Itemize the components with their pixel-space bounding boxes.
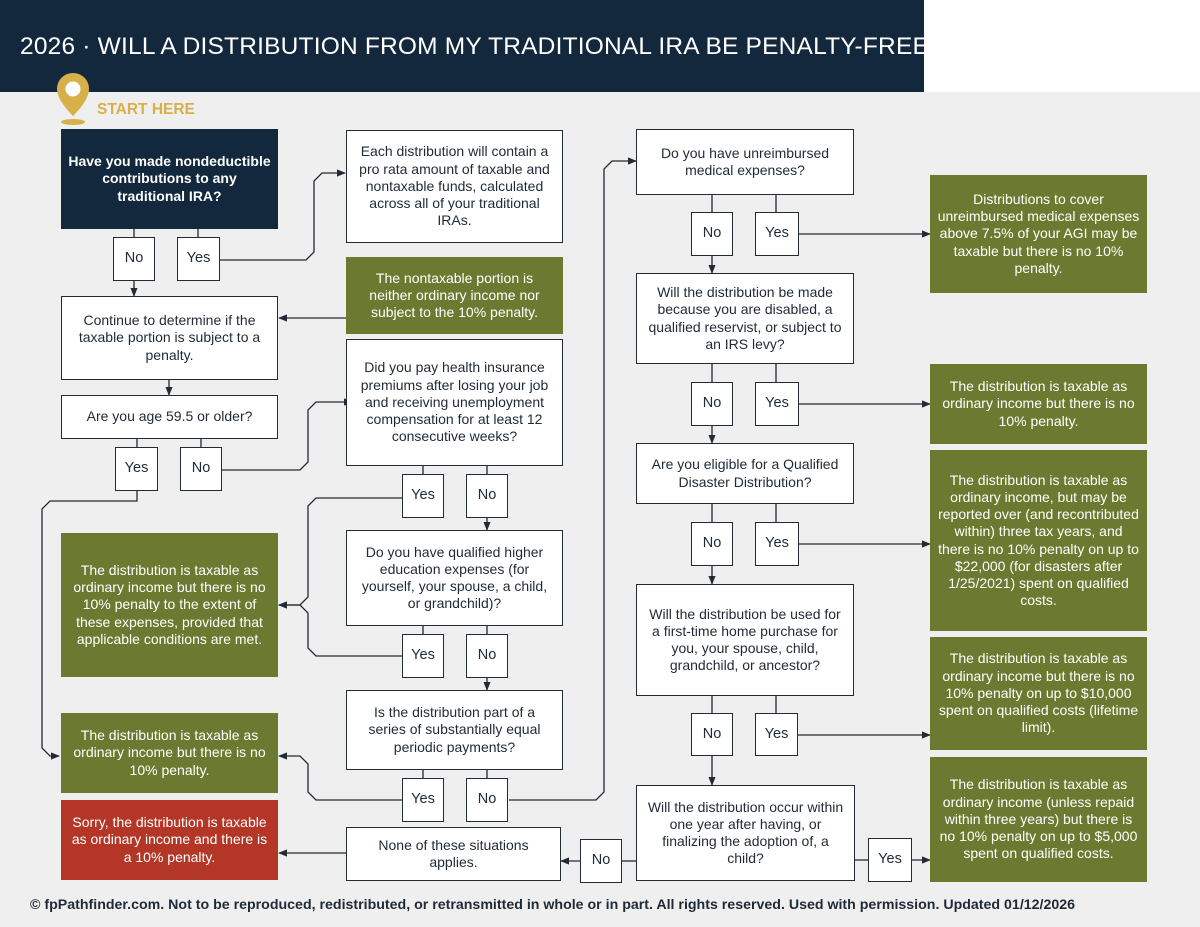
question-education-expenses: Do you have qualified higher education e… (346, 530, 563, 626)
answer-yes-nondeductible: Yes (177, 237, 220, 281)
answer-no-nondeductible: No (113, 237, 155, 281)
arrow-sepp-no-to-medical (509, 157, 637, 801)
question-text: Will the distribution be made because yo… (648, 284, 842, 352)
result-home-no-penalty: The distribution is taxable as ordinary … (930, 637, 1147, 750)
question-text: Did you pay health insurance premiums af… (360, 359, 549, 445)
result-text: The distribution is taxable as ordinary … (939, 776, 1138, 862)
question-disabled-reservist-levy: Will the distribution be made because yo… (636, 273, 854, 364)
answer-no-child: No (580, 839, 622, 883)
answer-no-health: No (466, 474, 508, 518)
result-text: The distribution is taxable as ordinary … (938, 471, 1139, 609)
question-text: Are you eligible for a Qualified Disaste… (651, 456, 839, 490)
question-periodic-payments: Is the distribution part of a series of … (346, 690, 563, 770)
question-age: Are you age 59.5 or older? (61, 395, 278, 439)
answer-no-home: No (691, 713, 733, 756)
result-text: The distribution is taxable as ordinary … (942, 378, 1135, 429)
answer-no-disabled: No (691, 382, 733, 426)
question-text: Will the distribution be used for a firs… (649, 605, 841, 674)
arrow-age-yes-to-ordinary (41, 491, 138, 760)
question-text: Will the distribution occur within one y… (647, 798, 844, 867)
answer-yes-age: Yes (115, 447, 158, 491)
step-text: None of these situations applies. (378, 836, 529, 870)
result-text: The nontaxable portion is neither ordina… (369, 269, 540, 321)
none-of-these-applies: None of these situations applies. (346, 827, 561, 881)
location-pin-icon (57, 73, 89, 125)
page-title: 2026 · WILL A DISTRIBUTION FROM MY TRADI… (20, 33, 943, 60)
arrow-education-yes-to-result (278, 601, 402, 657)
header-bar: 2026 · WILL A DISTRIBUTION FROM MY TRADI… (0, 0, 943, 92)
answer-yes-education: Yes (402, 634, 444, 678)
result-medical-no-penalty: Distributions to cover unreimbursed medi… (930, 175, 1147, 293)
answer-yes-disabled: Yes (755, 382, 799, 426)
question-health-insurance: Did you pay health insurance premiums af… (346, 339, 563, 466)
question-text: Have you made nondeductible contribution… (68, 153, 271, 204)
answer-no-medical: No (691, 212, 733, 256)
result-ordinary-no-penalty-left: The distribution is taxable as ordinary … (61, 713, 278, 793)
answer-yes-periodic: Yes (402, 778, 444, 822)
result-penalty-applies: Sorry, the distribution is taxable as or… (61, 800, 278, 880)
result-text: The distribution is taxable as ordinary … (73, 561, 266, 647)
result-text: The distribution is taxable as ordinary … (938, 650, 1139, 736)
result-education-no-penalty: The distribution is taxable as ordinary … (61, 533, 278, 677)
question-birth-adoption: Will the distribution occur within one y… (636, 785, 855, 881)
result-nontaxable-portion: The nontaxable portion is neither ordina… (346, 257, 563, 334)
step-text: Continue to determine if the taxable por… (78, 312, 261, 363)
footer-copyright: © fpPathfinder.com. Not to be reproduced… (30, 897, 1076, 913)
result-disabled-no-penalty: The distribution is taxable as ordinary … (930, 364, 1147, 444)
question-medical-expenses: Do you have unreimbursed medical expense… (636, 129, 854, 195)
question-first-time-home: Will the distribution be used for a firs… (636, 584, 854, 696)
question-nondeductible-contributions: Have you made nondeductible contribution… (61, 129, 278, 229)
answer-no-education: No (466, 634, 508, 678)
answer-no-periodic: No (466, 778, 508, 822)
answer-no-age: No (180, 447, 222, 491)
question-text: Do you have qualified higher education e… (361, 543, 548, 612)
question-text: Is the distribution part of a series of … (368, 704, 541, 755)
question-text: Do you have unreimbursed medical expense… (660, 144, 830, 178)
pro-rata-explanation: Each distribution will contain a pro rat… (346, 130, 563, 243)
answer-yes-disaster: Yes (755, 522, 799, 566)
result-child-no-penalty: The distribution is taxable as ordinary … (930, 757, 1147, 882)
header-blank-area (924, 0, 1200, 92)
explanation-text: Each distribution will contain a pro rat… (359, 143, 550, 229)
answer-no-disaster: No (691, 522, 733, 566)
answer-yes-child: Yes (868, 838, 912, 882)
answer-yes-home: Yes (755, 713, 798, 756)
answer-yes-medical: Yes (755, 212, 799, 256)
answer-yes-health: Yes (402, 474, 444, 518)
result-disaster-no-penalty: The distribution is taxable as ordinary … (930, 450, 1147, 631)
result-text: The distribution is taxable as ordinary … (73, 727, 266, 778)
result-text: Sorry, the distribution is taxable as or… (71, 814, 268, 865)
result-text: Distributions to cover unreimbursed medi… (937, 190, 1140, 276)
question-text: Are you age 59.5 or older? (86, 408, 253, 425)
arrow-sepp-yes-to-ordinary (278, 752, 402, 801)
arrow-nondeductible-yes-to-prorata (220, 169, 346, 261)
arrow-age-no-to-health (222, 398, 353, 471)
start-here-label: START HERE (97, 101, 195, 118)
continue-determine-step: Continue to determine if the taxable por… (61, 296, 278, 380)
question-qualified-disaster: Are you eligible for a Qualified Disaste… (636, 443, 854, 504)
